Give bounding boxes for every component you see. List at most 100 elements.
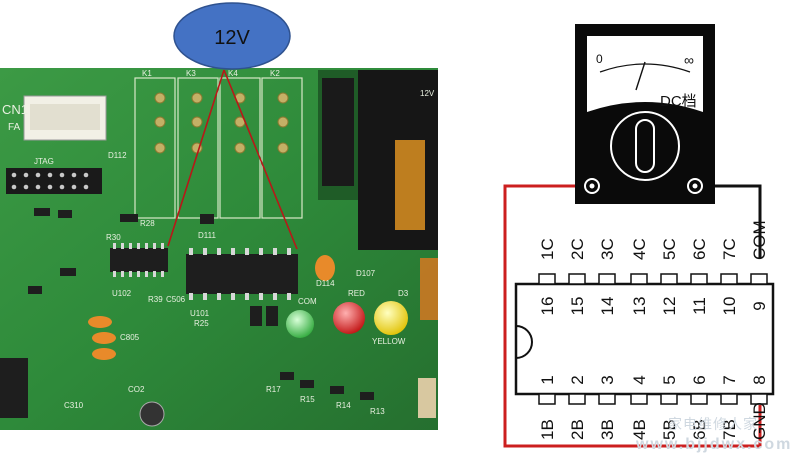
silk-r28: R28 bbox=[140, 219, 155, 228]
chip-pin-number-bottom: 3 bbox=[598, 375, 617, 384]
chip-pin-number-top: 12 bbox=[660, 297, 679, 316]
silk-jtag: JTAG bbox=[34, 157, 54, 166]
silk-u102: U102 bbox=[112, 289, 132, 298]
chip-pin-lead bbox=[630, 273, 648, 285]
chip-signal-label-bottom: 1B bbox=[538, 419, 557, 440]
silk-d3: D3 bbox=[398, 289, 409, 298]
silk-c506: C506 bbox=[166, 295, 186, 304]
chip-pin-number-bottom: 6 bbox=[690, 375, 709, 384]
meter-scale-infinity: ∞ bbox=[684, 52, 694, 68]
chip-signal-label-top: COM bbox=[750, 220, 769, 260]
silk-r30: R30 bbox=[106, 233, 121, 242]
chip-signal-label-bottom: 7B bbox=[720, 419, 739, 440]
chip-pin-lead bbox=[750, 393, 768, 405]
silk-r14: R14 bbox=[336, 401, 351, 410]
capacitor-orange bbox=[315, 255, 335, 281]
silk-d114: D114 bbox=[316, 279, 335, 288]
silk-d107: D107 bbox=[356, 269, 376, 278]
led-green bbox=[286, 310, 314, 338]
silk-r39: R39 bbox=[148, 295, 163, 304]
chip-pin-lead bbox=[720, 393, 738, 405]
chip-signal-label-bottom: 4B bbox=[630, 419, 649, 440]
chip-signal-label-bottom: 5B bbox=[660, 419, 679, 440]
chip-signal-label-top: 6C bbox=[690, 238, 709, 260]
chip-pin-number-bottom: 2 bbox=[568, 375, 587, 384]
silk-d111: D111 bbox=[198, 231, 216, 240]
silk-r13: R13 bbox=[370, 407, 385, 416]
silk-r15: R15 bbox=[300, 395, 315, 404]
meter-dial-window bbox=[587, 36, 703, 112]
chip-signal-label-bottom: 2B bbox=[568, 419, 587, 440]
meter-selector-knob bbox=[610, 111, 680, 181]
chip-pin-lead bbox=[598, 393, 616, 405]
silk-12v: 12V bbox=[420, 89, 435, 98]
silk-u101: U101 bbox=[190, 309, 210, 318]
silk-k4: K4 bbox=[228, 69, 238, 78]
chip-signal-label-top: 1C bbox=[538, 238, 557, 260]
silk-r17: R17 bbox=[266, 385, 281, 394]
chip-pin-number-top: 14 bbox=[598, 297, 617, 316]
chip-pin-number-top: 15 bbox=[568, 297, 587, 316]
chip-signal-label-bottom: 3B bbox=[598, 419, 617, 440]
chip-pin-lead bbox=[690, 393, 708, 405]
relay-k1 bbox=[322, 78, 354, 186]
chip-pin-lead bbox=[538, 393, 556, 405]
voltage-callout: 12V bbox=[173, 2, 291, 70]
black-test-wire bbox=[695, 184, 762, 258]
watermark-brand: 家电维修人家 bbox=[668, 416, 758, 432]
chip-pin-number-top: 16 bbox=[538, 297, 557, 316]
watermark-url: www.bjjdwx.com bbox=[636, 436, 793, 453]
chip-signal-label-top: 7C bbox=[720, 238, 739, 260]
chip-pin-lead bbox=[720, 273, 738, 285]
led-red bbox=[333, 302, 365, 334]
silk-c805: C805 bbox=[120, 333, 140, 342]
chip-signal-label-top: 5C bbox=[660, 238, 679, 260]
chip-signal-label-top: 4C bbox=[630, 238, 649, 260]
silk-fa: FA bbox=[8, 122, 21, 133]
silk-c310: C310 bbox=[64, 401, 84, 410]
chip-pin-number-top: 11 bbox=[690, 297, 709, 315]
chip-pin-lead bbox=[598, 273, 616, 285]
meter-needle bbox=[635, 61, 646, 91]
red-test-wire bbox=[503, 184, 762, 448]
silk-d112: D112 bbox=[108, 151, 127, 160]
silk-k3: K3 bbox=[186, 69, 196, 78]
chip-signal-label-bottom: 6B bbox=[690, 419, 709, 440]
silk-k1: K1 bbox=[142, 69, 152, 78]
meter-mode-label: DC档 bbox=[660, 93, 697, 110]
voltage-label: 12V bbox=[214, 27, 250, 49]
led-yellow bbox=[374, 301, 408, 335]
chip-pin-number-bottom: 1 bbox=[538, 375, 557, 384]
silk-r25: R25 bbox=[194, 319, 209, 328]
chip-pin-lead bbox=[568, 273, 586, 285]
relay-footprints bbox=[134, 77, 303, 219]
silk-com: COM bbox=[298, 297, 317, 306]
jtag-header bbox=[6, 168, 102, 194]
silk-red: RED bbox=[348, 289, 365, 298]
multimeter: 0 ∞ DC档 bbox=[575, 24, 715, 204]
ic-u102 bbox=[110, 248, 168, 272]
chip-pin-number-top: 10 bbox=[720, 297, 739, 316]
chip-pin-number-bottom: 5 bbox=[660, 375, 679, 384]
chip-pin-number-bottom: 4 bbox=[630, 375, 649, 384]
chip-pin-lead bbox=[750, 273, 768, 285]
silk-k2: K2 bbox=[270, 69, 280, 78]
chip-signal-label-bottom: GND bbox=[750, 402, 769, 440]
chip-pin-number-top: 9 bbox=[750, 301, 769, 310]
chip-pin-lead bbox=[690, 273, 708, 285]
chip-signal-label-top: 3C bbox=[598, 238, 617, 260]
chip-pin-lead bbox=[660, 273, 678, 285]
silk-cn1: CN1 bbox=[2, 102, 28, 117]
chip-pin-lead bbox=[538, 273, 556, 285]
chip-pin-number-top: 13 bbox=[630, 297, 649, 316]
chip-signal-label-top: 2C bbox=[568, 238, 587, 260]
meter-scale-zero: 0 bbox=[596, 52, 603, 66]
chip-pin-lead bbox=[660, 393, 678, 405]
pcb-photo: CN1 FA JTAG D112 R28 R30 U102 U101 C506 … bbox=[0, 68, 438, 430]
chip-pin-lead bbox=[630, 393, 648, 405]
chip-pin-number-bottom: 7 bbox=[720, 375, 739, 384]
chip-pin-number-bottom: 8 bbox=[750, 375, 769, 384]
chip-pin-lead bbox=[568, 393, 586, 405]
silk-co2: CO2 bbox=[128, 385, 145, 394]
